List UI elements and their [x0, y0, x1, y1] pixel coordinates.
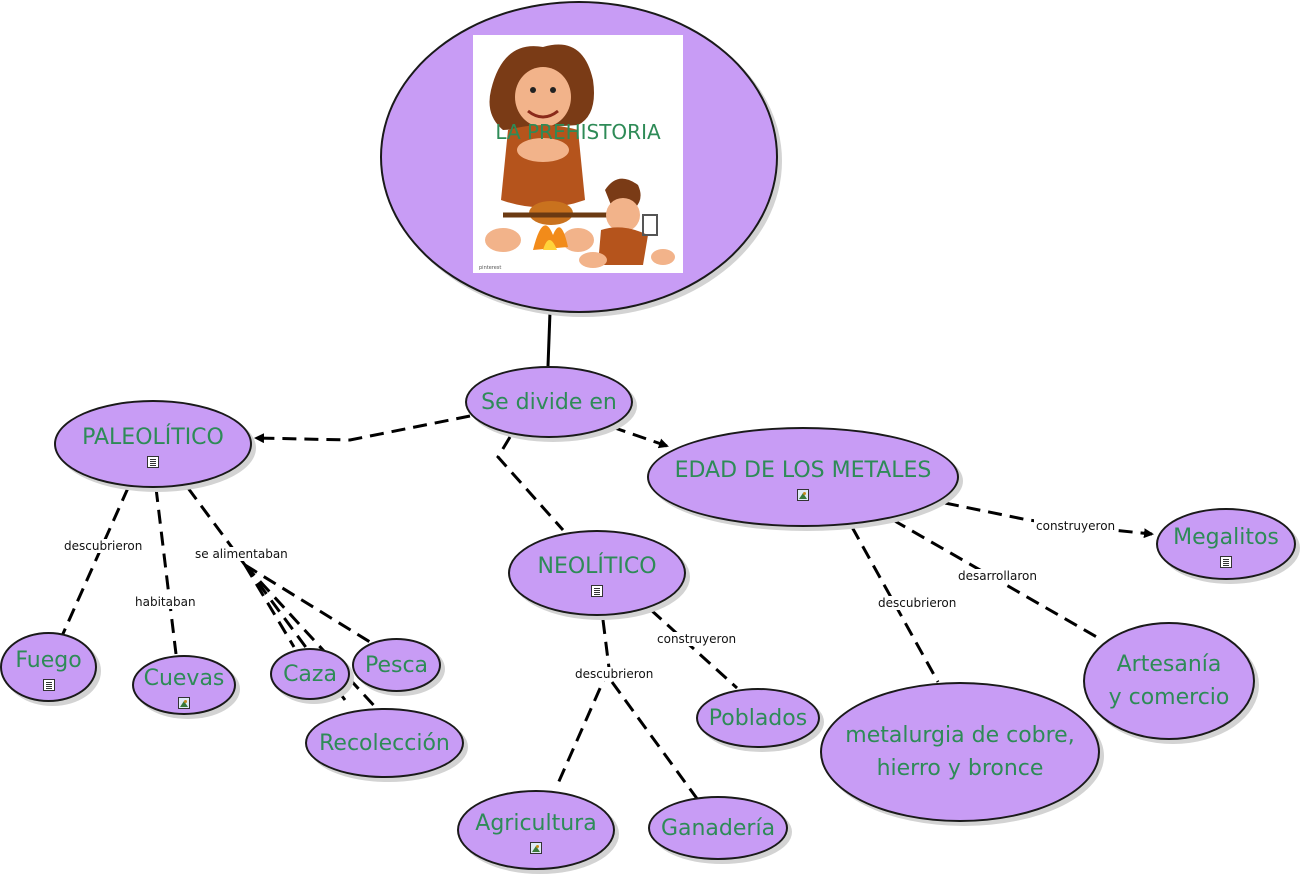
node-label-line-2: hierro y bronce — [876, 756, 1044, 781]
node-label: Fuego — [15, 647, 82, 673]
node-agricultura[interactable]: Agricultura — [457, 790, 615, 870]
node-metalurgia[interactable]: metalurgia de cobre, hierro y bronce — [820, 682, 1100, 822]
node-poblados[interactable]: Poblados — [696, 688, 820, 748]
node-pesca[interactable]: Pesca — [352, 638, 441, 692]
node-se-divide-en[interactable]: Se divide en — [465, 366, 633, 438]
link-neo-poblados — [649, 608, 739, 690]
node-label: NEOLÍTICO — [537, 553, 657, 579]
link-center-metales — [611, 425, 669, 449]
image-credit: pinterest — [479, 265, 501, 271]
link-label-se-alimentaban: se alimentaban — [193, 547, 290, 561]
node-artesania-y-comercio[interactable]: Artesanía y comercio — [1083, 622, 1255, 740]
link-paleo-fuego — [60, 487, 130, 637]
link-paleo-cuevas — [154, 487, 178, 655]
node-label: Pesca — [364, 652, 429, 678]
node-neolitico[interactable]: NEOLÍTICO — [508, 530, 686, 616]
node-label: Megalitos — [1173, 524, 1279, 550]
link-label-habitaban: habitaban — [133, 595, 198, 609]
node-label: PALEOLÍTICO — [82, 424, 224, 450]
link-label-paleo-descubrieron: descubrieron — [62, 539, 145, 553]
image-icon[interactable] — [178, 696, 190, 709]
document-icon[interactable] — [1220, 555, 1232, 568]
node-label: Ganadería — [660, 815, 776, 841]
node-caza[interactable]: Caza — [270, 648, 350, 700]
node-label-line-1: metalurgia de cobre, — [845, 723, 1075, 748]
node-label-line-1: Artesanía — [1116, 652, 1222, 677]
caveman-illustration: pinterest — [473, 35, 683, 273]
node-label: Cuevas — [143, 665, 225, 691]
node-fuego[interactable]: Fuego — [0, 632, 97, 702]
link-metales-megalitos — [944, 501, 1154, 539]
link-neo-ganaderia — [610, 681, 700, 801]
node-ganaderia[interactable]: Ganadería — [648, 796, 788, 860]
link-center-neolitico — [496, 436, 565, 531]
image-icon[interactable] — [530, 841, 542, 854]
link-alim-pesca — [244, 563, 371, 644]
node-cuevas[interactable]: Cuevas — [132, 655, 236, 715]
root-title: LA PREHISTORIA — [495, 120, 661, 144]
node-label: EDAD DE LOS METALES — [674, 457, 932, 483]
link-label-neo-construyeron: construyeron — [655, 632, 739, 646]
node-megalitos[interactable]: Megalitos — [1156, 508, 1296, 580]
link-label-metal-construyeron: construyeron — [1034, 519, 1118, 533]
node-edad-de-los-metales[interactable]: EDAD DE LOS METALES — [647, 427, 959, 527]
document-icon[interactable] — [591, 584, 603, 597]
link-neo-agricultura-b — [554, 667, 611, 789]
link-alim-recoleccion-b — [243, 563, 380, 712]
link-root-center — [546, 311, 552, 367]
node-label: Agricultura — [475, 810, 597, 836]
node-label: Se divide en — [481, 389, 617, 415]
image-icon[interactable] — [797, 488, 809, 501]
node-label: Recolección — [319, 730, 450, 756]
link-neo-agricultura-a — [601, 619, 611, 669]
node-recoleccion[interactable]: Recolección — [305, 708, 464, 778]
link-label-metal-descubrieron: descubrieron — [876, 596, 959, 610]
document-icon[interactable] — [147, 455, 159, 468]
link-label-desarrollaron: desarrollaron — [956, 569, 1039, 583]
document-icon[interactable] — [42, 678, 55, 691]
link-label-neo-descubrieron: descubrieron — [573, 667, 656, 681]
link-center-paleolitico — [254, 414, 471, 444]
node-paleolitico[interactable]: PALEOLÍTICO — [54, 400, 252, 488]
node-label: Caza — [283, 661, 337, 687]
node-label: Poblados — [708, 705, 808, 731]
node-label-line-2: y comercio — [1108, 685, 1230, 710]
link-alim-caza — [243, 564, 296, 648]
